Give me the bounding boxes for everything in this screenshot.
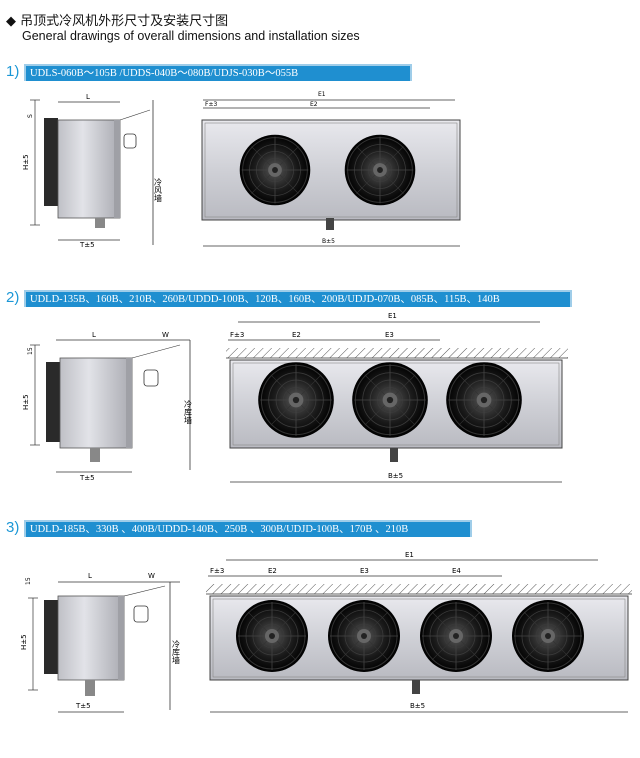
diamond-bullet-icon: ◆ [6, 14, 16, 29]
s2-dim-E1: E1 [388, 312, 397, 320]
section-2-banner: UDLD-135B、160B、210B、260B/UDDD-100B、120B、… [26, 292, 570, 307]
s3-dim-W: W [148, 572, 155, 580]
section-1-number: 1) [6, 63, 20, 80]
section-3-number: 3) [6, 519, 20, 536]
s1-wall-label: 冷风墙 [154, 177, 163, 203]
section-1-banner: UDLS-060B～105B /UDDS-040B～080B/UDJS-030B… [26, 66, 410, 81]
s3-dim-E2: E2 [268, 567, 277, 575]
section-1-front-view: E1 F±3 E2 B±5 [201, 91, 461, 247]
s1-dim-E2: E2 [310, 101, 318, 108]
s2-dim-L: L [92, 331, 96, 339]
s2-dim-F: F±3 [230, 331, 244, 339]
s1-dim-S: S [27, 114, 34, 118]
s1-dim-F: F±3 [205, 101, 217, 108]
s1-dim-L: L [86, 93, 90, 101]
s1-dim-B: B±5 [322, 238, 335, 245]
s3-dim-H: H±5 [20, 634, 28, 650]
s3-wall-label: 冷库墙 [172, 639, 181, 665]
s3-dim-F: F±3 [210, 567, 224, 575]
section-1-side-view: H±5 S L 冷风墙 T±5 [22, 93, 163, 249]
s2-dim-S: 15 [27, 347, 34, 355]
s2-dim-T: T±5 [79, 474, 95, 482]
section-2-side-view: H±5 15 L W 冷库墙 T±5 [22, 331, 193, 482]
s3-dim-E4: E4 [452, 567, 461, 575]
s2-dim-H: H±5 [22, 394, 30, 410]
s3-dim-S: 15 [25, 577, 32, 585]
s3-dim-T: T±5 [75, 702, 91, 710]
section-2-number: 2) [6, 289, 20, 306]
s3-dim-B: B±5 [410, 702, 425, 710]
s1-dim-H: H±5 [22, 154, 30, 170]
s2-dim-E3: E3 [385, 331, 394, 339]
page-title-cn: ◆ 吊顶式冷风机外形尺寸及安装尺寸图 [6, 14, 229, 29]
s3-dim-E3: E3 [360, 567, 369, 575]
s2-wall-label: 冷库墙 [184, 399, 193, 425]
s3-dim-E1: E1 [405, 551, 414, 559]
s3-dim-L: L [88, 572, 92, 580]
s1-dim-T: T±5 [79, 241, 95, 249]
s2-dim-W: W [162, 331, 169, 339]
s2-dim-B: B±5 [388, 472, 403, 480]
section-3-banner: UDLD-185B、330B 、400B/UDDD-140B、250B 、300… [26, 522, 470, 537]
s1-dim-E1: E1 [318, 91, 326, 98]
section-3-front-view: E1 F±3 E2 E3 E4 B±5 [206, 551, 632, 713]
page-title-en: General drawings of overall dimensions a… [22, 29, 360, 43]
s2-dim-E2: E2 [292, 331, 301, 339]
section-3-side-view: H±5 15 L W 冷库墙 T±5 [20, 572, 181, 713]
section-2-front-view: E1 F±3 E2 E3 B±5 [226, 312, 568, 483]
